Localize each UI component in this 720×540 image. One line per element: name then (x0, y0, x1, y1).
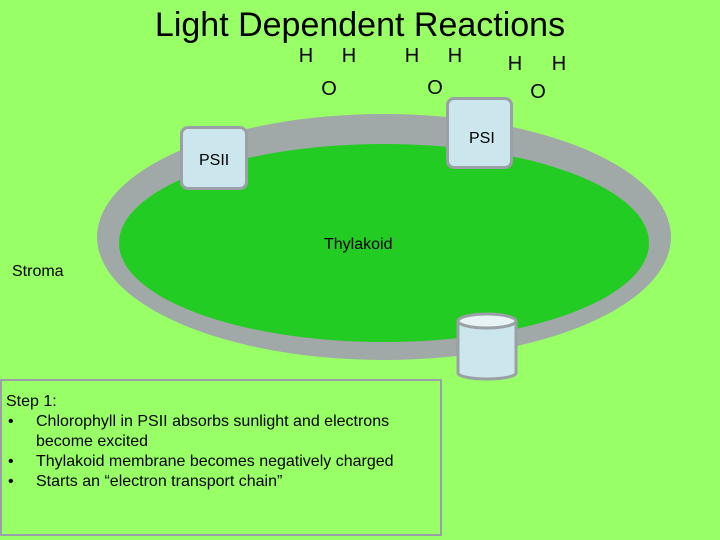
step-bullet: Thylakoid membrane becomes negatively ch… (6, 452, 436, 472)
hydrogen-atom: H (507, 53, 523, 75)
step-bullet: Chlorophyll in PSII absorbs sunlight and… (6, 412, 436, 452)
hydrogen-atom: H (447, 45, 463, 67)
stroma-label: Stroma (12, 263, 64, 280)
photosystem-ii: PSII (180, 126, 248, 190)
hydrogen-atom: H (404, 45, 420, 67)
step-bullet: Starts an “electron transport chain” (6, 472, 436, 492)
hydrogen-atom: H (551, 53, 567, 75)
hydrogen-atom: H (341, 45, 357, 67)
slide-title: Light Dependent Reactions (154, 6, 566, 44)
psii-label: PSII (199, 152, 230, 169)
cylinder-shape (456, 312, 518, 381)
oxygen-atom: O (530, 81, 546, 103)
hydrogen-atom: H (298, 45, 314, 67)
photosystem-i: PSI (446, 97, 513, 169)
psi-label: PSI (469, 130, 495, 147)
thylakoid-lumen (119, 144, 649, 342)
oxygen-atom: O (321, 78, 337, 100)
step-text: Step 1: Chlorophyll in PSII absorbs sunl… (6, 392, 436, 492)
oxygen-atom: O (427, 77, 443, 99)
thylakoid-label: Thylakoid (324, 236, 393, 253)
step-heading: Step 1: (6, 393, 57, 410)
step-box (0, 379, 442, 536)
step-bullet-list: Chlorophyll in PSII absorbs sunlight and… (6, 412, 436, 492)
